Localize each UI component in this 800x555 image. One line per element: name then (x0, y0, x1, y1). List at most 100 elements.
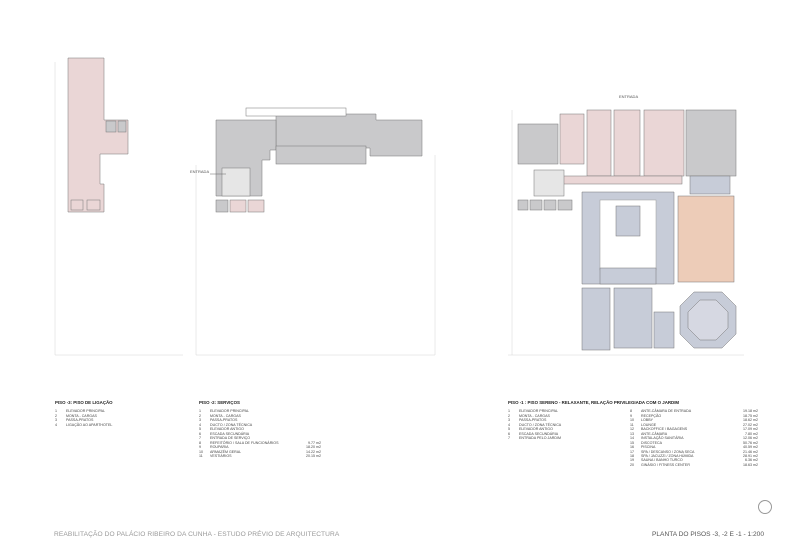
room-lobby (613, 109, 641, 177)
legend-item-number: 15 (630, 440, 634, 445)
legend-item-number: 11 (630, 422, 634, 427)
room-discoteca (677, 195, 735, 283)
legend-item-number: 3 (199, 418, 201, 423)
legend-item-number: 8 (199, 440, 201, 445)
legend-item-number: 6 (508, 431, 510, 436)
legend-item-number: 4 (55, 422, 57, 427)
legend-item-number: 11 (199, 453, 203, 458)
legend-item-area: 12.06 m2 (743, 436, 758, 441)
room-monta-cargas (117, 120, 127, 133)
legend-item-number: 10 (199, 449, 203, 454)
legend-title: PISO -3: PISO DE LIGAÇÃO (55, 400, 113, 405)
legend-item-number: 10 (630, 418, 634, 423)
legend-item-label: ESCADA SECUNDÁRIA (519, 431, 559, 436)
legend-item-number: 4 (199, 422, 201, 427)
legend-item-label: DISCOTECA (641, 440, 662, 445)
legend-item-label: ESCADA SECUNDÁRIA (210, 431, 250, 436)
legend-item-number: 17 (630, 449, 634, 454)
legend-item: 4 LIGAÇÃO AO APARTHOTEL (55, 423, 165, 427)
legend-item-area: 40.59 m2 (743, 445, 758, 450)
legend-item-label: BACKOFFICE / BAGAGENS (641, 427, 688, 432)
legend-item-number: 3 (508, 418, 510, 423)
legend-item-area: 17.09 m2 (743, 427, 758, 432)
legend-item-label: LOBBY (641, 418, 653, 423)
plan-piso-3 (54, 57, 183, 356)
legend-item-label: MONTA - CARGAS (66, 413, 97, 418)
legend-item-number: 8 (630, 409, 632, 414)
legend-item-number: 6 (199, 431, 201, 436)
legend-item-number: 2 (199, 413, 201, 418)
legend-item-number: 14 (630, 436, 634, 441)
legend-item-area: 7.80 m2 (745, 431, 758, 436)
room-spa-seca (581, 287, 611, 351)
legend-item-area: 18.62 m2 (743, 418, 758, 423)
legend-item-label: ENTRADA DE SERVIÇO (210, 436, 251, 441)
legend-item: 14 INSTALAÇÃO SANITÁRIA 12.06 m2 (630, 436, 758, 440)
legend-item-number: 7 (199, 436, 201, 441)
legend-item-number: 18 (630, 453, 634, 458)
room-spa-humida (613, 287, 653, 349)
legend-item-area: 9.77 m2 (308, 440, 321, 445)
legend-item-label: SAUNA / BANHO TURCO (641, 458, 683, 463)
legend-item-label: PASSA-PRATOS (519, 418, 547, 423)
plan-piso-1 (508, 109, 744, 356)
room-ligacao-aparthotel (67, 57, 129, 213)
label-entrada-left: ENTRADA (190, 169, 209, 174)
legend-title: PISO -1 : PISO SERENO - RELAXANTE, RELAÇ… (508, 400, 680, 405)
legend-item-area: 20.15 m2 (306, 453, 321, 458)
legend-item-label: INSTALAÇÃO SANITÁRIA (641, 436, 684, 441)
room-passa-pratos (70, 199, 84, 211)
legend-item-area: 50.76 m2 (743, 440, 758, 445)
legend-item-label: LIGAÇÃO AO APARTHOTEL (66, 422, 113, 427)
legend-item-area: 21.46 m2 (743, 449, 758, 454)
legend-item-label: ELEVADOR ANTIGO (519, 427, 553, 432)
legend-item: 5 ELEVADOR ANTIGO (199, 427, 321, 431)
plan-piso-2 (195, 107, 436, 356)
legend-item-number: 12 (630, 427, 634, 432)
legend-item-number: 5 (199, 427, 201, 432)
legend-item-label: ROUPARIA (210, 445, 229, 450)
legend-item-area: 18.20 m2 (306, 445, 321, 450)
project-title: REABILITAÇÃO DO PALÁCIO RIBEIRO DA CUNHA… (54, 531, 340, 538)
legend-item-label: SPA / JACUZZI / ZONA HÚMIDA (641, 453, 694, 458)
legend-item: 3 PASSA-PRATOS (508, 418, 630, 422)
legend-item-number: 1 (508, 409, 510, 414)
legend-item: 6 ESCADA SECUNDÁRIA (199, 432, 321, 436)
legend-item-number: 9 (199, 445, 201, 450)
legend-title: PISO -2: SERVIÇOS (199, 400, 240, 405)
room-lounge (643, 109, 685, 177)
legend-item-label: PASSA-PRATOS (210, 418, 238, 423)
legend-item-label: SPA / DESCANSO / ZONA SECA (641, 449, 695, 454)
room-elevador-principal (105, 120, 117, 133)
legend-item-label: ELEVADOR PRINCIPAL (210, 409, 250, 414)
room-armazem-geral (275, 145, 367, 165)
legend-item-label: PISCINA (641, 445, 656, 450)
legend-item-label: RECEPÇÃO (641, 413, 662, 418)
legend-item-number: 5 (508, 427, 510, 432)
legend-item-label: ANTE-CÂMARA (641, 431, 668, 436)
legend-item-label: ELEVADOR ANTIGO (210, 427, 244, 432)
legend-piso-1: PISO -1 : PISO SERENO - RELAXANTE, RELAÇ… (508, 400, 778, 467)
